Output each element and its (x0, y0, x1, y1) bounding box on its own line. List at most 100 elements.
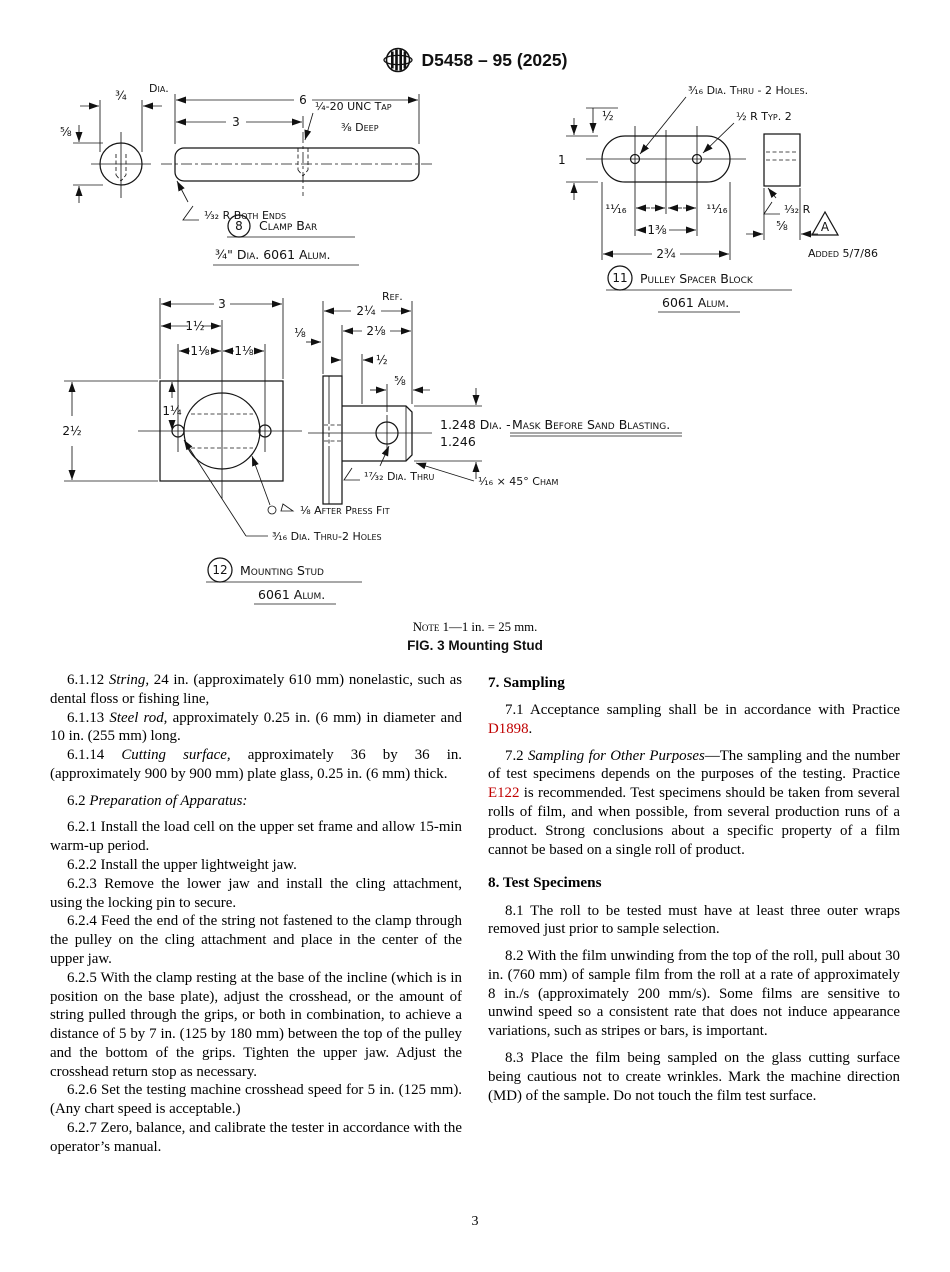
stud-bore-callout: 1.248 Dia. - Mask Before Sand Blasting. … (414, 388, 682, 479)
page-number: 3 (471, 1214, 479, 1229)
revision-date: Added 5/7/86 (808, 247, 878, 260)
para-7-2: 7.2 Sampling for Other Purposes—The samp… (488, 747, 900, 860)
stud-title: 12 Mounting Stud 6061 Alum. (206, 557, 362, 605)
clamp-bar-drawing: ¾ Dia. ⅝ 6 (60, 82, 433, 266)
spacer-dims: ½ 1 ¹¹⁄₁₆ ¹¹⁄₁₆ 1⅜ (558, 107, 731, 261)
astm-logo-icon (382, 47, 413, 73)
para-6-2: 6.2 Preparation of Apparatus: (50, 792, 462, 811)
apparatus-term: String, (108, 672, 150, 688)
dim-1-1-8-a: 1⅛ (190, 344, 210, 358)
tap-depth-note: ⅜ Deep (341, 121, 379, 134)
para-6-1-13: 6.1.13 Steel rod, approximately 0.25 in.… (50, 709, 462, 747)
bore-dia-min: 1.246 (440, 434, 476, 449)
para-6-1-14: 6.1.14 Cutting surface, approximately 36… (50, 746, 462, 784)
para-6-2-2: 6.2.2 Install the upper lightweight jaw. (67, 857, 297, 874)
note-text: —1 in. = 25 mm. (449, 620, 538, 634)
spacer-front-view (586, 126, 746, 192)
thru-hole-note: ¹⁷⁄₃₂ Dia. Thru (364, 470, 435, 483)
apparatus-term: Cutting surface, (121, 747, 231, 764)
stud-side-view (308, 375, 432, 505)
para-8-2: 8.2 With the film unwinding from the top… (488, 948, 900, 1040)
link-e122[interactable]: E122 (488, 785, 520, 802)
spacer-notes: ³⁄₁₆ Dia. Thru - 2 Holes. ½ R Typ. 2 (639, 84, 808, 155)
para-text: 7.1 Acceptance sampling shall be in acco… (505, 702, 900, 719)
apparatus-term: Steel rod, (109, 709, 168, 726)
para-6-2-7: 6.2.7 Zero, balance, and calibrate the t… (50, 1119, 462, 1155)
dim-1-1-2: 1½ (185, 319, 204, 333)
dim-bar-diameter: ¾ (115, 89, 127, 103)
dim-5-8: ⅝ (776, 219, 788, 233)
clamp-bar-title: 8 Clamp Bar ¾" Dia. 6061 Alum. (213, 214, 359, 266)
figure-caption: FIG. 3 Mounting Stud (407, 638, 543, 653)
dim-3: 3 (232, 115, 240, 129)
para-text: is recommended. Test specimens should be… (488, 785, 900, 858)
part-name: Mounting Stud (240, 563, 324, 578)
spacer-side-view: ¹⁄₃₂ R ⅝ (746, 133, 818, 240)
stud-side-dims: 2¼ Ref. ⅛ 2⅛ ½ ⅝ (294, 290, 430, 412)
radius-note: ½ R Typ. 2 (736, 110, 792, 123)
para-text: approximately 36 by 36 in. (approximatel… (50, 747, 463, 782)
right-column: 7. Sampling 7.1 Acceptance sampling shal… (488, 671, 900, 1157)
radius-1-32-note: ¹⁄₃₂ R (784, 203, 811, 216)
para-6-2-3: 6.2.3 Remove the lower jaw and install t… (50, 875, 462, 911)
para-6-2-5: 6.2.5 With the clamp resting at the base… (50, 969, 462, 1080)
stud-front-view (138, 320, 302, 499)
link-d1898[interactable]: D1898 (488, 720, 529, 737)
dim-5-8: ⅝ (394, 374, 406, 388)
para-6-1-12: 6.1.12 String, 24 in. (approximately 610… (50, 671, 462, 709)
bore-mask-note: Mask Before Sand Blasting. (512, 417, 670, 432)
clamp-bar-dimensions: ¾ Dia. ⅝ (60, 82, 169, 203)
clamp-bar-notes: ¼-20 UNC Tap ⅜ Deep ¹⁄₃₂ R Both Ends (176, 100, 392, 222)
left-column: 6.1.12 String, 24 in. (approximately 610… (50, 671, 462, 1157)
pulley-spacer-block-drawing: ³⁄₁₆ Dia. Thru - 2 Holes. ½ R Typ. 2 ½ 1 (558, 84, 878, 313)
clamp-bar-length-dims: 6 3 (174, 93, 420, 144)
balloon-8: 8 (235, 219, 243, 233)
revision-letter: A (821, 220, 830, 234)
figure-3: ¾ Dia. ⅝ 6 (0, 78, 950, 618)
tap-note: ¼-20 UNC Tap (315, 100, 392, 113)
dim-1-1-4: 1¼ (162, 404, 182, 418)
two-holes-note: ³⁄₁₆ Dia. Thru-2 Holes (272, 530, 382, 543)
para-text: —The sampling and the number of test spe… (488, 747, 901, 783)
dim-2-1-2: 2½ (62, 424, 81, 438)
holes-note: ³⁄₁₆ Dia. Thru - 2 Holes. (688, 84, 808, 97)
dim-ref-label: Ref. (382, 290, 403, 303)
chamfer-note: ¹⁄₁₆ × 45° Cham (478, 475, 558, 488)
dim-1-8: ⅛ (294, 326, 306, 340)
para-num: 6.1.14 (67, 747, 122, 764)
heading-7-sampling: 7. Sampling (488, 674, 565, 691)
stud-notes: ¹⁷⁄₃₂ Dia. Thru ¹⁄₁₆ × 45° Cham ⅛ After … (183, 439, 558, 543)
heading-8-test-specimens: 8. Test Specimens (488, 874, 602, 892)
body-columns: 6.1.12 String, 24 in. (approximately 610… (0, 671, 950, 1157)
balloon-11: 11 (612, 271, 627, 285)
para-num: 6.1.12 (67, 672, 109, 688)
dim-1: 1 (558, 153, 566, 167)
dim-6: 6 (299, 93, 307, 107)
subsection-term: Sampling for Other Purposes (527, 747, 705, 764)
press-fit-note: ⅛ After Press Fit (300, 504, 390, 517)
dim-3: 3 (218, 297, 226, 311)
dim-5-8: ⅝ (60, 125, 72, 139)
dim-1-1-8-b: 1⅛ (234, 344, 254, 358)
para-text: approximately 0.25 in. (6 mm) in diamete… (50, 709, 462, 745)
dim-2-1-8: 2⅛ (366, 324, 386, 338)
para-num: 7.2 (505, 747, 528, 764)
stud-front-dims: 3 1½ 1⅛ 1⅛ 2½ 1¼ (62, 297, 284, 482)
para-6-2-1: 6.2.1 Install the load cell on the upper… (50, 819, 462, 855)
para-6-2-4: 6.2.4 Feed the end of the string not fas… (50, 913, 462, 967)
revision-flag: A Added 5/7/86 (808, 210, 878, 260)
para-text: . (528, 720, 533, 737)
clamp-bar-side-view (161, 132, 433, 196)
page-header: D5458 – 95 (2025) (0, 0, 950, 74)
bore-dia-max: 1.248 Dia. - (440, 417, 511, 432)
part-material: ¾" Dia. 6061 Alum. (215, 247, 330, 262)
dim-2-3-4: 2¾ (656, 247, 676, 261)
dim-2-1-4: 2¼ (356, 304, 376, 318)
dim-11-16-left: ¹¹⁄₁₆ (605, 202, 626, 216)
figure-note: Note 1—1 in. = 25 mm. (0, 620, 950, 635)
para-num: 6.2 (67, 792, 90, 809)
part-material: 6061 Alum. (662, 295, 729, 310)
spacer-title: 11 Pulley Spacer Block 6061 Alum. (606, 265, 792, 313)
dim-1-3-8: 1⅜ (647, 223, 667, 237)
